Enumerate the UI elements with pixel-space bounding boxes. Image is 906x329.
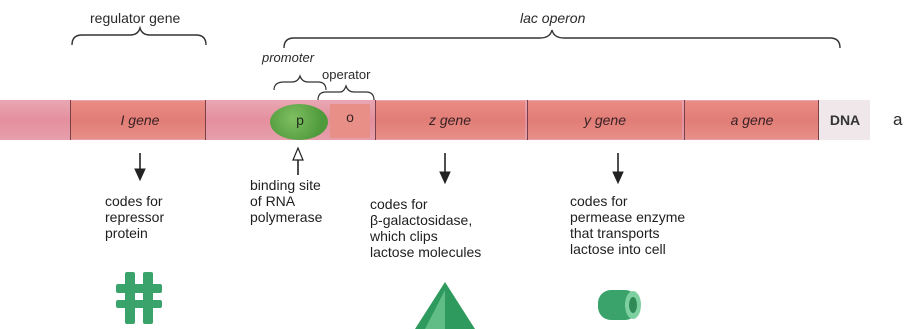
down-arrow-i-gene bbox=[134, 153, 146, 182]
a-gene-region bbox=[684, 101, 818, 139]
i-gene-label: I gene bbox=[120, 112, 160, 128]
operator-brace bbox=[317, 84, 375, 101]
galactosidase-line-1: codes for bbox=[370, 196, 428, 212]
galactosidase-line-4: lactose molecules bbox=[370, 244, 482, 260]
regulator-gene-label: regulator gene bbox=[90, 10, 181, 26]
lac-operon-brace bbox=[283, 29, 841, 49]
repressor-description: codes for repressor protein bbox=[105, 193, 164, 241]
galactosidase-line-3: which clips bbox=[370, 228, 438, 244]
binding-line-3: polymerase bbox=[250, 209, 323, 225]
down-arrow-y-gene bbox=[612, 153, 624, 185]
dna-label: DNA bbox=[829, 112, 861, 128]
up-arrow-promoter bbox=[292, 146, 304, 175]
binding-line-1: binding site bbox=[250, 177, 321, 193]
z-gene-region bbox=[375, 101, 525, 139]
i-gene-region bbox=[70, 101, 205, 139]
segment-divider bbox=[205, 100, 206, 140]
y-gene-region bbox=[527, 101, 682, 139]
promoter-region bbox=[270, 104, 328, 140]
repressor-line-3: protein bbox=[105, 225, 148, 241]
permease-line-1: codes for bbox=[570, 193, 628, 209]
promoter-label: promoter bbox=[262, 50, 315, 65]
permease-protein-icon bbox=[598, 290, 641, 320]
permease-line-2: permease enzyme bbox=[570, 209, 686, 225]
operator-label: operator bbox=[322, 67, 371, 82]
brace-lines bbox=[71, 25, 841, 101]
side-letter: a bbox=[893, 110, 903, 129]
permease-line-3: that transports bbox=[570, 225, 660, 241]
binding-line-2: of RNA bbox=[250, 193, 296, 209]
z-gene-label: z gene bbox=[428, 112, 472, 128]
segment-divider bbox=[375, 100, 376, 140]
a-gene-label: a gene bbox=[730, 112, 774, 128]
binding-site-description: binding site of RNA polymerase bbox=[250, 177, 322, 225]
lac-operon-label: lac operon bbox=[520, 10, 586, 26]
segment-divider bbox=[818, 100, 819, 140]
segment-divider bbox=[527, 100, 528, 140]
down-arrow-z-gene bbox=[439, 153, 451, 185]
repressor-protein-icon bbox=[116, 272, 162, 324]
segment-divider bbox=[70, 100, 71, 140]
operator-o-label: o bbox=[346, 109, 354, 125]
repressor-line-1: codes for bbox=[105, 193, 163, 209]
y-gene-label: y gene bbox=[583, 112, 627, 128]
repressor-line-2: repressor bbox=[105, 209, 165, 225]
segment-divider bbox=[684, 100, 685, 140]
galactosidase-line-2: β-galactosidase, bbox=[370, 212, 473, 228]
promoter-brace bbox=[273, 74, 327, 91]
galactosidase-description: codes for β-galactosidase, which clips l… bbox=[370, 196, 481, 260]
promoter-p-label: p bbox=[296, 112, 304, 128]
dna-end-region bbox=[818, 100, 870, 140]
permease-description: codes for permease enzyme that transport… bbox=[570, 193, 685, 257]
regulator-gene-brace bbox=[71, 25, 207, 46]
operator-region bbox=[330, 104, 370, 138]
permease-line-4: lactose into cell bbox=[570, 241, 666, 257]
galactosidase-protein-icon bbox=[415, 282, 475, 329]
